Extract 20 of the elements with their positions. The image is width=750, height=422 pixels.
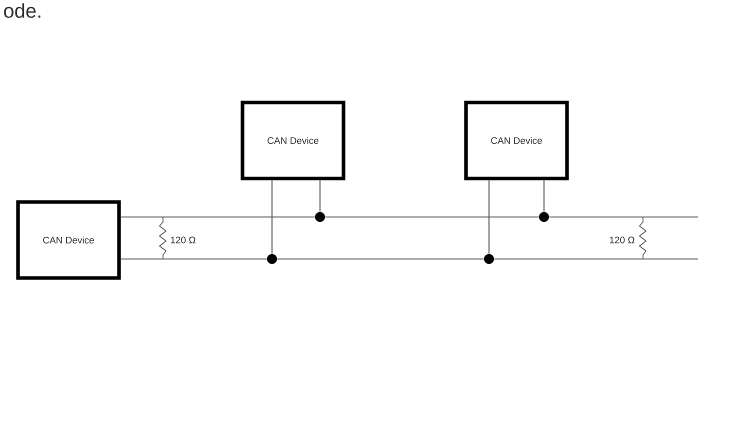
device-box: CAN Device — [240, 100, 346, 180]
resistor-label: 120 Ω — [610, 236, 634, 244]
junction-dot — [315, 212, 325, 222]
device-box: CAN Device — [16, 200, 121, 280]
wire — [325, 216, 539, 218]
wire — [549, 216, 698, 218]
wire — [120, 216, 315, 218]
device-box: CAN Device — [464, 100, 569, 180]
junction-dot — [484, 254, 494, 264]
wire — [120, 258, 267, 260]
wire — [271, 180, 273, 254]
resistor-label: 120 Ω — [170, 236, 196, 244]
wire — [488, 180, 490, 254]
wire — [319, 180, 321, 212]
wire — [277, 258, 484, 260]
wire — [543, 180, 545, 212]
junction-dot — [267, 254, 277, 264]
wire — [494, 258, 698, 260]
heading-fragment: ode. — [4, 3, 40, 18]
junction-dot — [539, 212, 549, 222]
